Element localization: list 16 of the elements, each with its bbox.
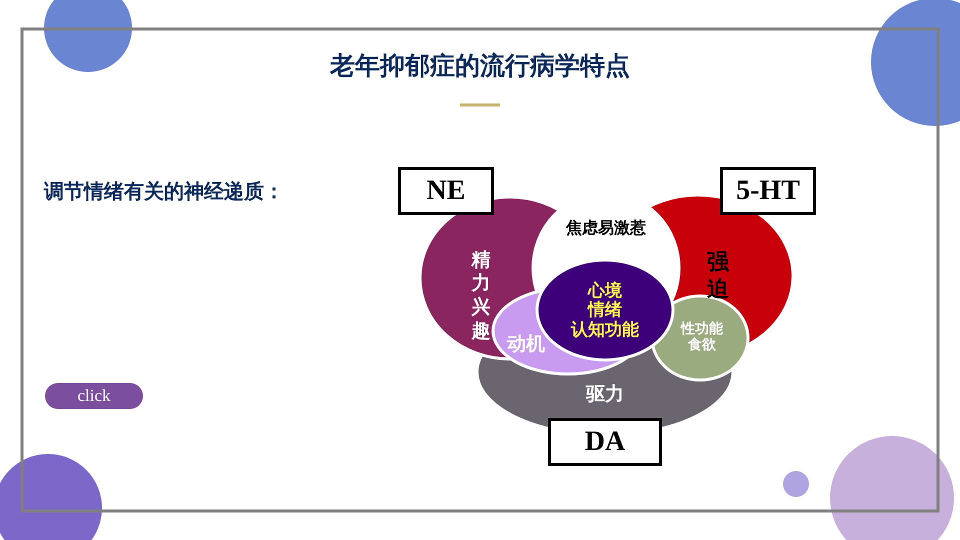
- region-label: 焦虑易激惹: [566, 218, 646, 238]
- subtitle: 调节情绪有关的神经递质：: [44, 180, 284, 203]
- label-box: NE: [398, 167, 494, 215]
- region-label: 心境: [588, 282, 622, 301]
- region-label: 精力兴趣: [472, 248, 490, 344]
- region-label: 认知功能: [571, 320, 639, 340]
- region-label: 食欲: [688, 337, 716, 354]
- label-box: DA: [548, 418, 662, 466]
- region-label: 性功能: [681, 320, 723, 337]
- region-label: 动机: [507, 334, 545, 356]
- click-button: click: [45, 383, 143, 409]
- region-label: 强迫: [707, 248, 729, 304]
- label-box: 5-HT: [720, 167, 816, 215]
- region-label: 情绪: [588, 301, 622, 320]
- slide-title: 老年抑郁症的流行病学特点: [328, 52, 631, 81]
- region-label: 驱力: [586, 384, 624, 406]
